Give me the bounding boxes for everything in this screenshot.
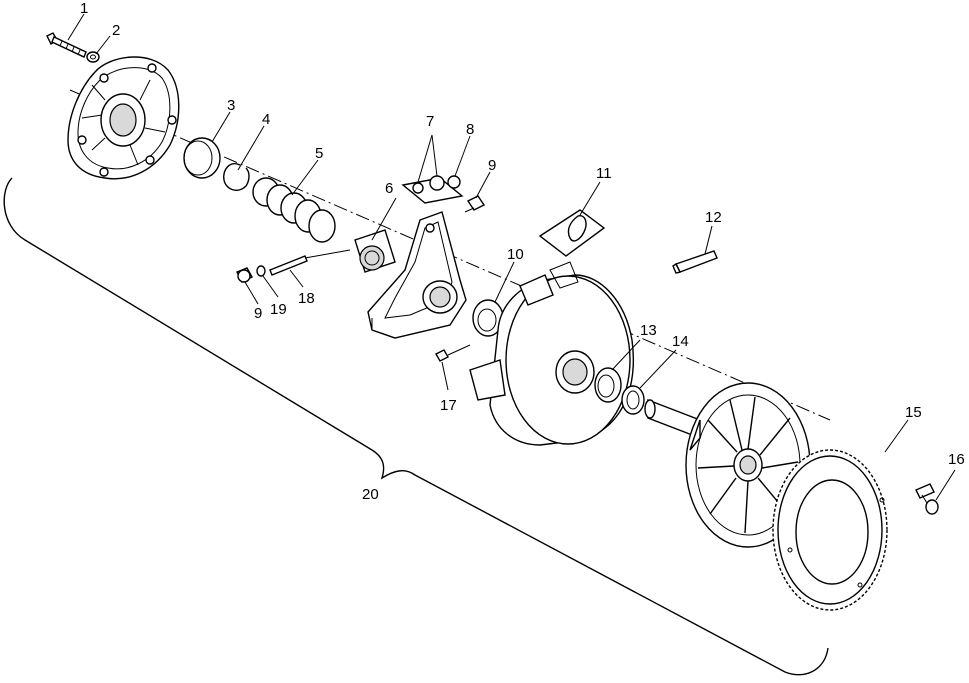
bushing-part bbox=[594, 367, 622, 403]
pin-part bbox=[269, 249, 351, 276]
ring-gear-part bbox=[772, 449, 888, 611]
callout-labels: 1 2 3 4 5 6 7 8 9 10 11 12 13 14 15 16 1… bbox=[80, 0, 965, 503]
nut-part-upper bbox=[464, 195, 486, 213]
shaft-pin-part bbox=[672, 250, 718, 274]
bushing-ring-part bbox=[183, 137, 221, 179]
callout-18: 18 bbox=[298, 290, 315, 307]
callout-11: 11 bbox=[596, 165, 612, 182]
nut-washer-part bbox=[447, 175, 461, 189]
callout-2: 2 bbox=[112, 22, 120, 39]
callout-5: 5 bbox=[315, 145, 323, 162]
callout-3: 3 bbox=[227, 97, 235, 114]
callout-9-lower: 9 bbox=[254, 305, 262, 322]
cover-casting-part bbox=[67, 56, 180, 180]
callout-14: 14 bbox=[672, 333, 689, 350]
bolt-part bbox=[46, 32, 87, 58]
spring-part bbox=[252, 177, 336, 243]
washer-part bbox=[86, 51, 100, 63]
gear-bolt-part bbox=[915, 483, 939, 515]
callout-16: 16 bbox=[948, 451, 965, 468]
snap-ring-part bbox=[223, 163, 250, 191]
callout-12: 12 bbox=[705, 209, 722, 226]
movable-sheave-part bbox=[469, 261, 634, 446]
callout-7: 7 bbox=[426, 113, 434, 130]
nut-part-lower bbox=[236, 267, 253, 283]
callout-13: 13 bbox=[640, 322, 657, 339]
roller-body-part bbox=[354, 229, 396, 273]
callout-10: 10 bbox=[507, 246, 524, 263]
plate-part bbox=[538, 209, 606, 257]
callout-9-upper: 9 bbox=[488, 157, 496, 174]
washer-ring-part bbox=[621, 385, 645, 415]
small-nut-part bbox=[435, 344, 471, 362]
nuts-part bbox=[401, 175, 464, 204]
callout-1: 1 bbox=[80, 0, 88, 17]
callout-8: 8 bbox=[466, 121, 474, 138]
callout-4: 4 bbox=[262, 111, 270, 128]
assembly-bracket bbox=[3, 177, 829, 676]
callout-6: 6 bbox=[385, 180, 393, 197]
spider-arm-part bbox=[367, 211, 467, 339]
callout-19: 19 bbox=[270, 301, 287, 318]
callout-17: 17 bbox=[440, 397, 457, 414]
leader-lines bbox=[67, 13, 956, 501]
callout-15: 15 bbox=[905, 404, 922, 421]
callout-20: 20 bbox=[362, 486, 379, 503]
small-washer-part bbox=[256, 265, 266, 277]
